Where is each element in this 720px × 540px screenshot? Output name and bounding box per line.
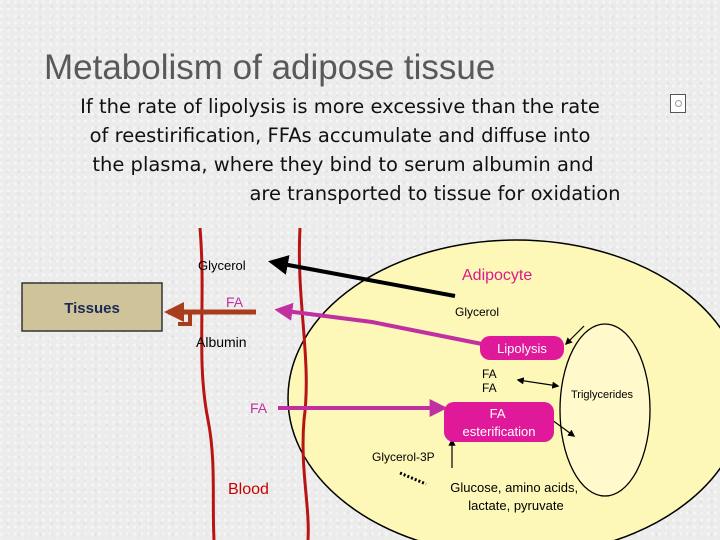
glycerol3p-label: Glycerol-3P xyxy=(372,450,435,464)
blood-glycerol-label: Glycerol xyxy=(198,258,246,273)
slide-body-text: If the rate of lipolysis is more excessi… xyxy=(20,92,660,208)
triglycerides-label: Triglycerides xyxy=(571,389,633,401)
blood-fa-label: FA xyxy=(226,294,244,310)
esterification-line-1: FA xyxy=(490,406,506,421)
blood-label: Blood xyxy=(228,481,269,498)
fa-bottom-label: FA xyxy=(482,381,497,395)
adipocyte-cell xyxy=(287,239,720,540)
blood-vessel-right-wall xyxy=(297,227,310,540)
blood-fa2-label: FA xyxy=(250,400,268,416)
triglyceride-droplet xyxy=(559,323,651,497)
adipocyte-label: Adipocyte xyxy=(462,267,532,284)
fa-release-arrow xyxy=(274,302,483,346)
slide-title: Metabolism of adipose tissue xyxy=(44,48,496,87)
esterification-label: FA esterification xyxy=(463,406,536,439)
tissues-label: Tissues xyxy=(64,300,120,317)
fa-top-label: FA xyxy=(482,367,497,381)
esterification-arrow xyxy=(551,419,576,437)
esterification-pill xyxy=(444,402,554,442)
glucose-line-2: lactate, pyruvate xyxy=(468,498,563,513)
tissues-box xyxy=(21,282,163,332)
glucose-line-1: Glucose, amino acids, xyxy=(450,480,578,495)
fa-triglyceride-arrow xyxy=(516,377,560,389)
body-line-2: of reestirification, FFAs accumulate and… xyxy=(89,124,591,147)
lipolysis-arrow xyxy=(564,325,585,346)
lipolysis-label: Lipolysis xyxy=(497,341,547,356)
esterification-line-2: esterification xyxy=(463,424,536,439)
glycerol-release-arrow xyxy=(268,255,456,298)
blood-vessel-left-wall xyxy=(198,227,216,540)
tissue-uptake-stem xyxy=(178,312,192,326)
cell-glycerol-label: Glycerol xyxy=(455,305,499,319)
albumin-label: Albumin xyxy=(196,334,247,350)
lipolysis-pill xyxy=(480,336,564,360)
body-line-1: If the rate of lipolysis is more excessi… xyxy=(80,95,600,118)
body-line-3: the plasma, where they bind to serum alb… xyxy=(92,153,594,176)
glucose-label: Glucose, amino acids, lactate, pyruvate xyxy=(450,480,582,513)
placeholder-glyph-icon xyxy=(670,94,686,113)
body-line-4: are transported to tissue for oxidation xyxy=(249,182,621,205)
glucose-input-arrow xyxy=(399,471,427,486)
